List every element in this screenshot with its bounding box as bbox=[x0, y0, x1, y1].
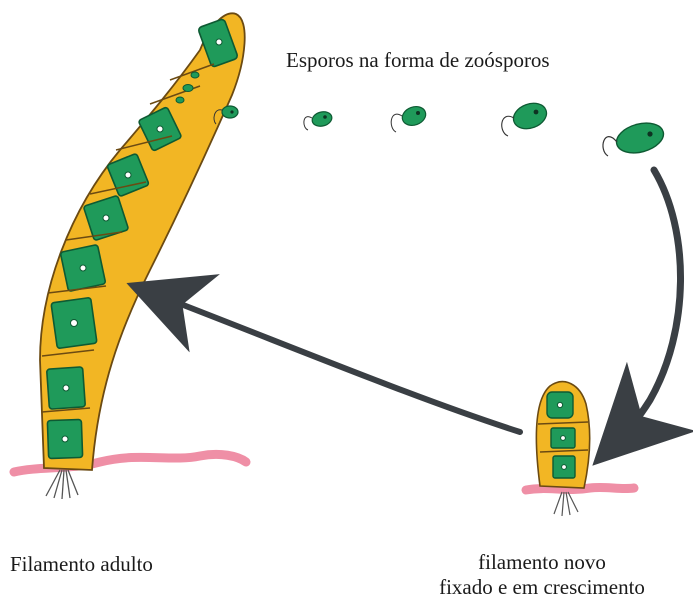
new-filament-label: filamento novo fixado e em crescimento bbox=[397, 550, 687, 600]
spores-label: Esporos na forma de zoósporos bbox=[286, 48, 550, 73]
new-rhizoids bbox=[554, 492, 578, 516]
adult-filament-label: Filamento adulto bbox=[10, 552, 153, 577]
adult-rhizoids bbox=[46, 470, 78, 499]
arrow-to-new-filament bbox=[622, 170, 681, 436]
arrow-to-adult-filament bbox=[160, 296, 520, 432]
zoospore-3 bbox=[391, 103, 428, 132]
zoospore-2 bbox=[304, 110, 334, 130]
zoospore-4 bbox=[502, 99, 550, 136]
zoospore-5 bbox=[603, 118, 667, 157]
new-filament-label-line2: fixado e em crescimento bbox=[397, 575, 687, 600]
new-filament-label-line1: filamento novo bbox=[397, 550, 687, 575]
